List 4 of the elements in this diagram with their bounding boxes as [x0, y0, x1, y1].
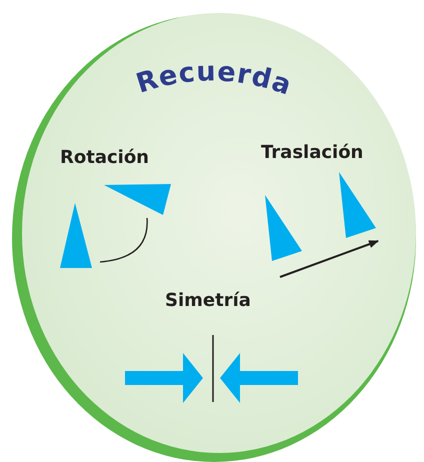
section-heading: Simetría: [165, 290, 251, 311]
section-heading: Rotación: [60, 147, 149, 168]
title: Recuerda: [132, 56, 296, 102]
section-heading: Traslación: [261, 142, 364, 163]
